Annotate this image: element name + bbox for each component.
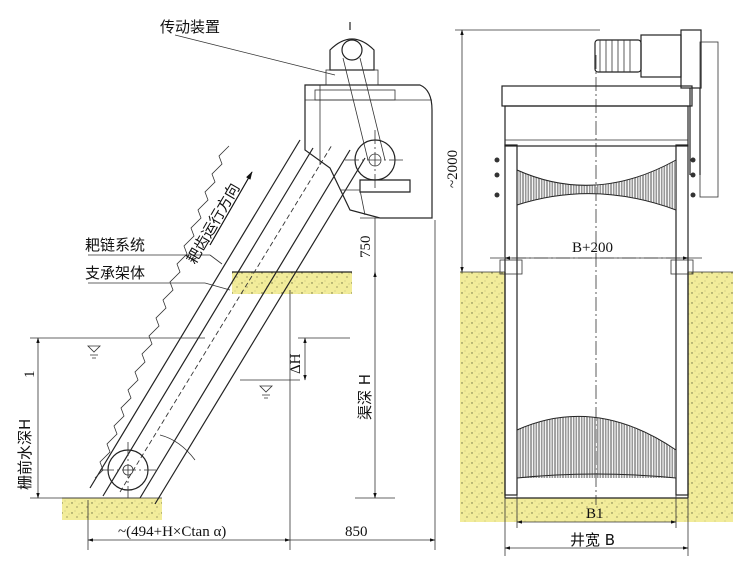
ground-sand-bottom (62, 498, 162, 520)
ground-sand-top (232, 272, 352, 294)
screen-bars (518, 160, 677, 478)
label-850: 850 (345, 524, 368, 540)
label-frame: 支承架体 (85, 264, 145, 282)
drive-housing (304, 22, 433, 219)
label-drive: 传动装置 (160, 18, 220, 36)
support-frame (89, 139, 366, 505)
direction-arrow (209, 171, 253, 246)
drive-leader (174, 34, 336, 76)
left-wall-sand (460, 272, 505, 522)
label-span: ~(494+H×Ctan α) (118, 524, 226, 540)
label-2000: ~2000 (445, 150, 461, 188)
right-wall-sand (688, 272, 733, 522)
bolt-group (494, 157, 696, 198)
label-b1: B1 (586, 506, 604, 522)
side-view: 传动装置 耙链系统 支承架体 耙齿运行方向 栅前水深H 1 ΔH 渠深 H 75… (16, 18, 436, 550)
left-side-frame (504, 144, 518, 496)
label-well-width: 井宽 B (570, 531, 615, 549)
label-upstream-depth: 栅前水深H (16, 419, 34, 490)
label-750: 750 (358, 236, 374, 259)
label-b200: B+200 (572, 240, 613, 256)
drive-chain-guard (699, 41, 719, 198)
front-view: ~2000 B+200 B1 井宽 B (445, 29, 733, 556)
label-rake-chain: 耙链系统 (85, 236, 145, 254)
motor (594, 29, 719, 198)
drive-unit (329, 38, 375, 71)
rake-chain (94, 145, 230, 479)
label-delta-h: ΔH (288, 353, 304, 374)
label-channel-depth: 渠深 H (356, 374, 374, 420)
label-upstream-depth-sub: 1 (22, 371, 38, 379)
label-direction: 耙齿运行方向 (183, 180, 244, 267)
top-housing (501, 85, 693, 107)
bottom-sand (505, 498, 688, 522)
right-side-frame (675, 144, 689, 496)
rake-screen (516, 159, 677, 479)
